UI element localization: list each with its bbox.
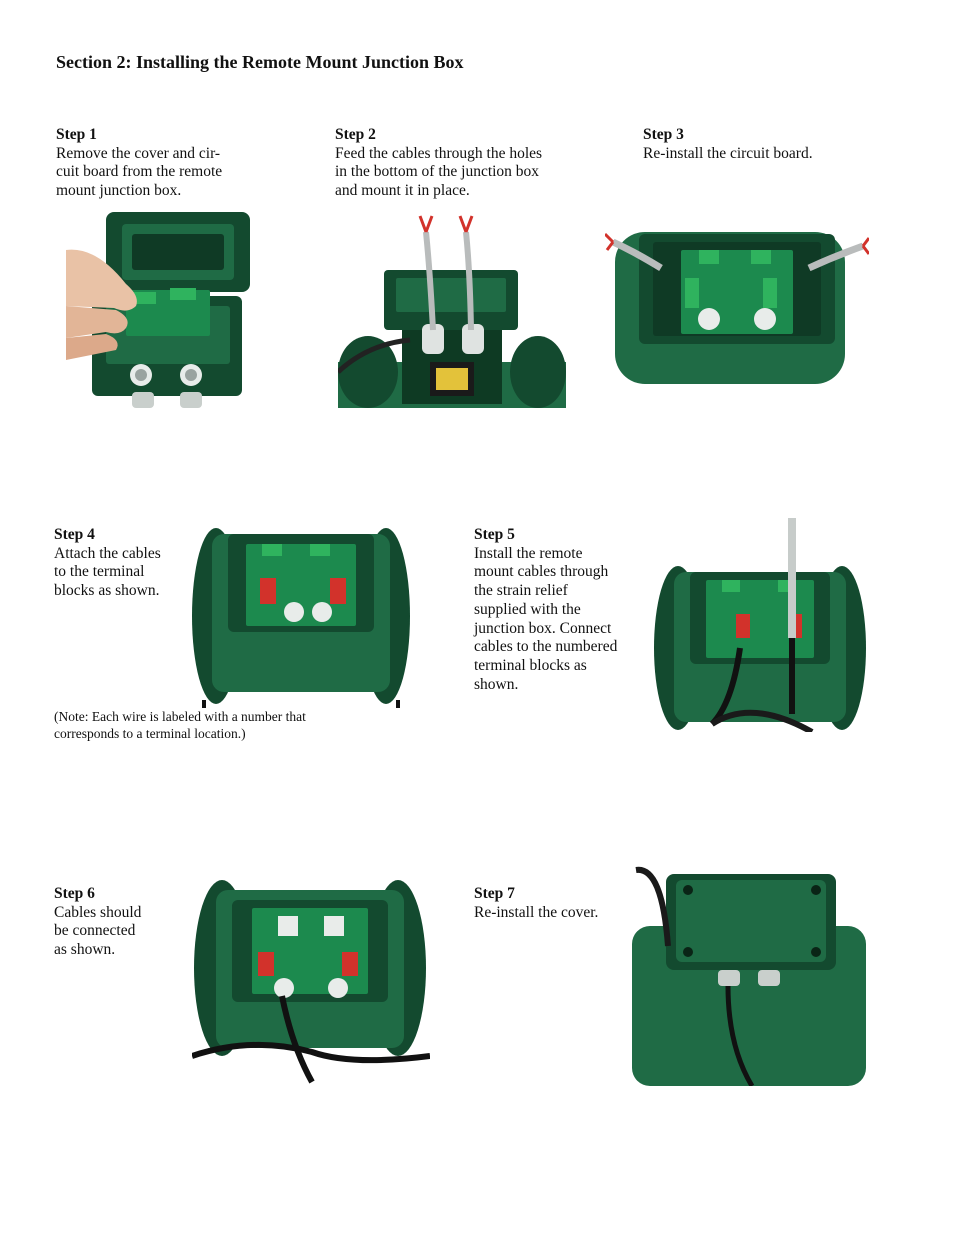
- section-title: Section 2: Installing the Remote Mount J…: [56, 52, 464, 72]
- step-6-photo: [192, 876, 430, 1086]
- step-5-photo: [652, 518, 868, 732]
- step-6-text: Step 6 Cables should be connected as sho…: [54, 885, 141, 960]
- step-2-text: Step 2 Feed the cables through the holes…: [335, 126, 542, 201]
- step-4-body: Attach the cables to the terminal blocks…: [54, 544, 161, 600]
- step-7-photo: [632, 866, 866, 1086]
- step-2-heading: Step 2: [335, 126, 376, 143]
- step-5-text: Step 5 Install the remote mount cables t…: [474, 526, 617, 694]
- step-7-text: Step 7 Re-install the cover.: [474, 885, 598, 922]
- wire-label-note: (Note: Each wire is labeled with a numbe…: [54, 709, 306, 741]
- step-4-text: Step 4 Attach the cables to the terminal…: [54, 526, 161, 601]
- step-4-heading: Step 4: [54, 526, 95, 543]
- step-6-body: Cables should be connected as shown.: [54, 903, 142, 959]
- step-1-photo: [66, 210, 252, 410]
- step-4-photo: [190, 524, 414, 708]
- step-1-heading: Step 1: [56, 126, 97, 143]
- step-7-heading: Step 7: [474, 885, 515, 902]
- step-1-body: Remove the cover and cir- cuit board fro…: [56, 144, 223, 200]
- step-1-text: Step 1 Remove the cover and cir- cuit bo…: [56, 126, 222, 201]
- step-3-heading: Step 3: [643, 126, 684, 143]
- step-6-heading: Step 6: [54, 885, 95, 902]
- step-2-body: Feed the cables through the holes in the…: [335, 144, 543, 200]
- step-5-body: Install the remote mount cables through …: [474, 544, 618, 693]
- step-2-photo: [338, 212, 566, 408]
- step-7-body: Re-install the cover.: [474, 903, 599, 921]
- step-3-text: Step 3 Re-install the circuit board.: [643, 126, 813, 163]
- step-5-heading: Step 5: [474, 526, 515, 543]
- step-3-photo: [605, 222, 869, 384]
- step-3-body: Re-install the circuit board.: [643, 144, 813, 162]
